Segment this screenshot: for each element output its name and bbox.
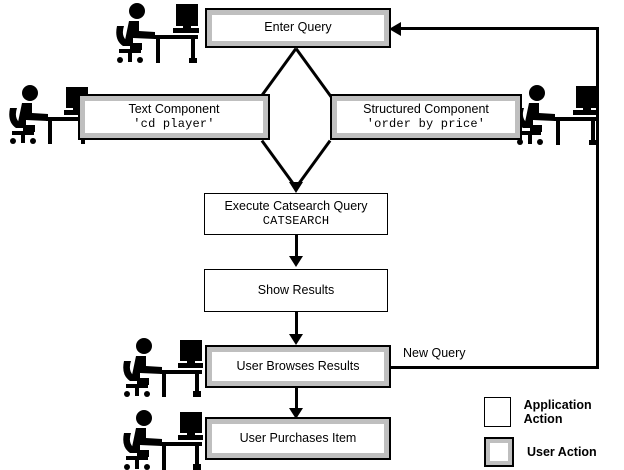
edge-new-query-vertical	[596, 28, 599, 369]
node-show-results[interactable]: Show Results	[204, 269, 388, 312]
node-enter-query[interactable]: Enter Query	[205, 8, 391, 48]
person-at-computer-icon	[513, 84, 605, 146]
node-execute-catsearch-query-sub: CATSEARCH	[262, 214, 330, 229]
edge-enter-query-to-structured-component	[294, 47, 334, 100]
edge-show-results-to-user-browses	[294, 312, 298, 341]
node-user-browses-results[interactable]: User Browses Results	[205, 345, 391, 388]
legend-swatch-application-action	[484, 397, 511, 427]
edge-execute-to-show-results	[294, 234, 298, 261]
node-user-purchases-item[interactable]: User Purchases Item	[205, 417, 391, 460]
legend-label-user-action: User Action	[527, 445, 597, 459]
person-at-computer-icon	[122, 409, 208, 470]
node-execute-catsearch-query-label: Execute Catsearch Query	[224, 198, 368, 213]
node-structured-component[interactable]: Structured Component 'order by price'	[330, 94, 522, 140]
node-structured-component-label: Structured Component	[363, 101, 489, 116]
legend-item-application-action: Application Action	[484, 397, 620, 427]
edge-user-browses-to-user-purchases	[294, 388, 298, 414]
legend-item-user-action: User Action	[484, 437, 597, 467]
node-user-browses-results-label: User Browses Results	[236, 358, 360, 373]
legend-label-application-action: Application Action	[523, 398, 592, 426]
arrowhead-into-user-browses	[289, 334, 303, 345]
person-at-computer-icon	[113, 2, 205, 64]
legend: Application Action User Action	[484, 397, 620, 467]
node-user-purchases-item-label: User Purchases Item	[239, 430, 357, 445]
edge-new-query-horizontal-top	[400, 27, 599, 30]
node-text-component-value: 'cd player'	[133, 117, 215, 132]
node-enter-query-label: Enter Query	[264, 20, 332, 35]
node-show-results-label: Show Results	[257, 282, 335, 297]
node-text-component-label: Text Component	[128, 101, 220, 116]
legend-swatch-user-action	[484, 437, 514, 467]
node-structured-component-value: 'order by price'	[366, 117, 486, 132]
arrowhead-into-execute	[289, 182, 303, 193]
edge-enter-query-to-text-component	[258, 47, 298, 100]
edge-new-query-horizontal-bottom	[390, 366, 599, 369]
edge-label-new-query: New Query	[403, 346, 466, 360]
node-execute-catsearch-query[interactable]: Execute Catsearch Query CATSEARCH	[204, 193, 388, 235]
arrowhead-into-enter-query	[389, 21, 401, 36]
arrowhead-into-show-results	[289, 256, 303, 267]
arrowhead-into-user-purchases	[289, 408, 303, 419]
person-at-computer-icon	[122, 337, 208, 397]
node-text-component[interactable]: Text Component 'cd player'	[78, 94, 270, 140]
